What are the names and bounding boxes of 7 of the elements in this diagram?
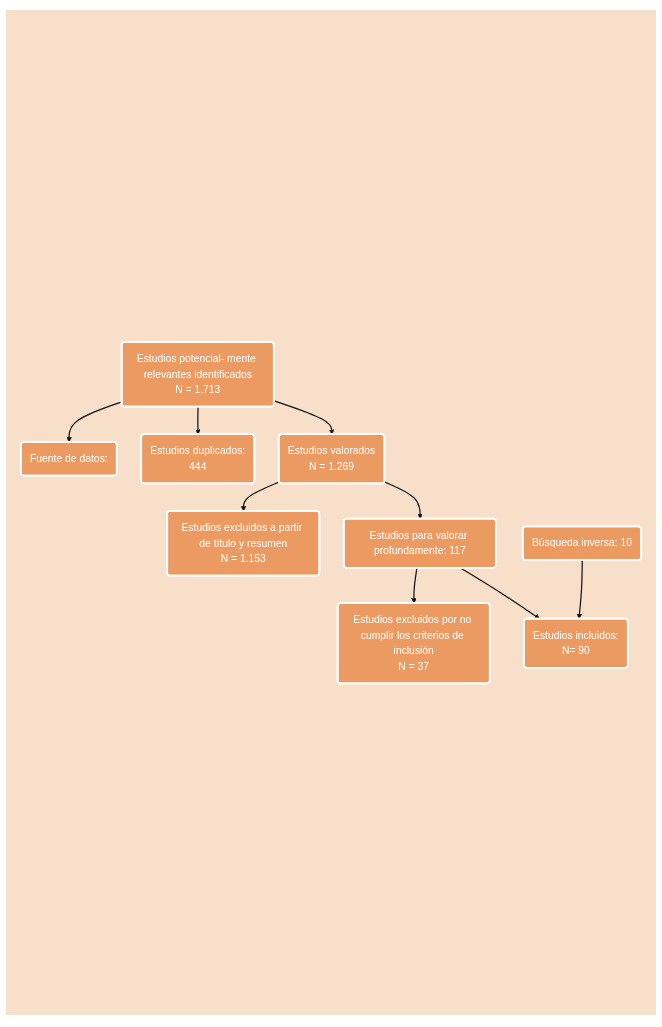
- arrow: [411, 567, 418, 604]
- arrow: [383, 481, 423, 519]
- arrow: [273, 400, 335, 435]
- arrow: [240, 481, 280, 512]
- arrow: [576, 559, 583, 619]
- arrow: [195, 406, 201, 435]
- arrow: [460, 567, 540, 619]
